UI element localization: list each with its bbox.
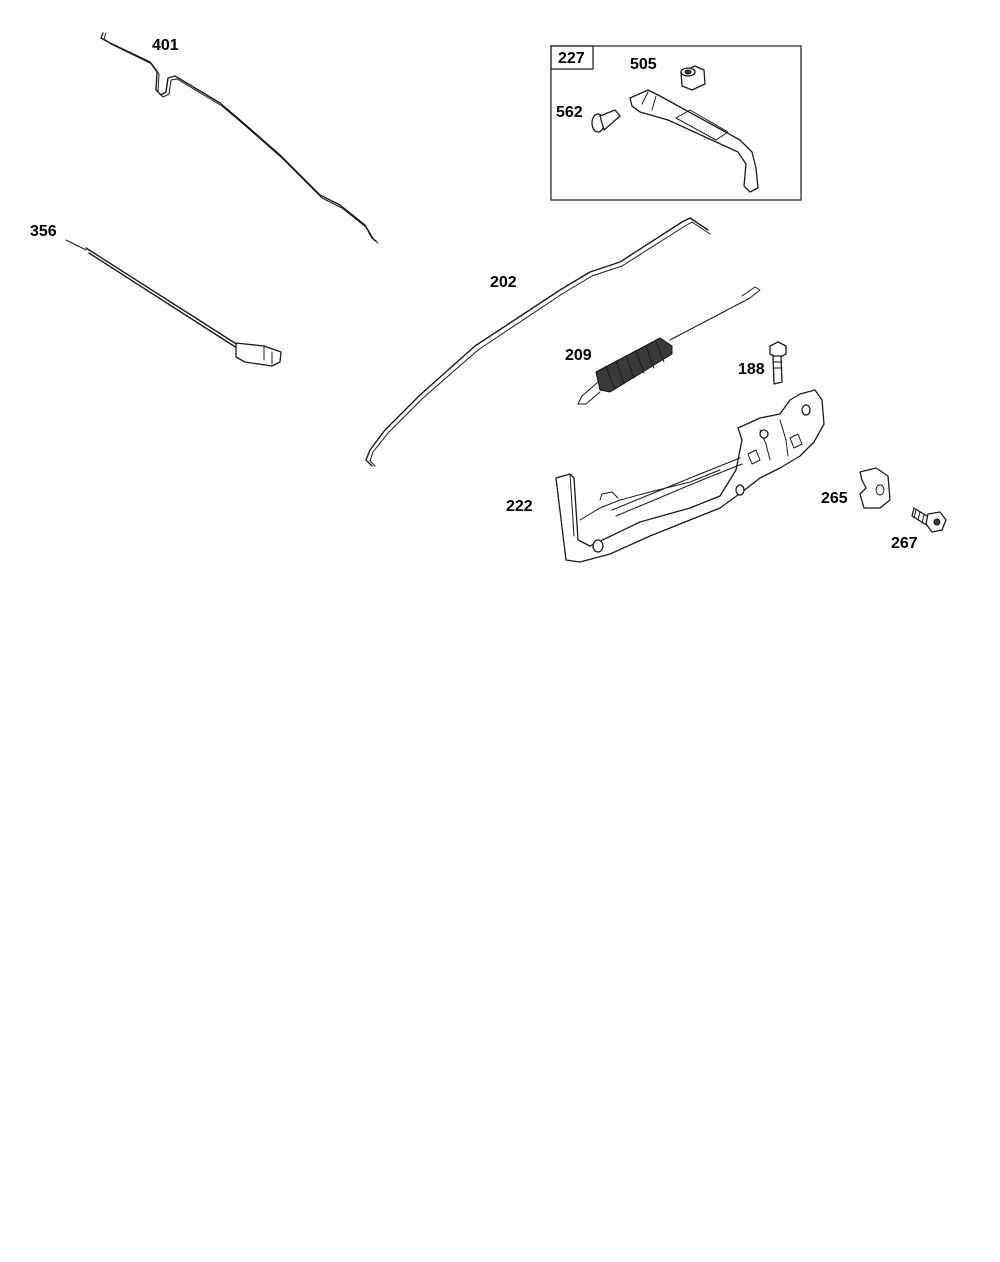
- part-505-spacer: [680, 65, 706, 91]
- part-356-cable: [65, 239, 282, 367]
- label-401: 401: [152, 37, 179, 54]
- part-188-bolt: [769, 341, 787, 385]
- label-562: 562: [556, 104, 583, 121]
- label-188: 188: [738, 361, 765, 378]
- label-265: 265: [821, 490, 848, 507]
- inset-227: [550, 45, 802, 201]
- part-222-bracket: [555, 389, 825, 563]
- label-267: 267: [891, 535, 918, 552]
- part-265-clip: [859, 467, 891, 509]
- part-227-bracket: [629, 89, 759, 193]
- label-222: 222: [506, 498, 533, 515]
- label-209: 209: [565, 347, 592, 364]
- label-227: 227: [558, 50, 585, 67]
- part-267-screw: [911, 507, 947, 533]
- label-202: 202: [490, 274, 517, 291]
- label-505: 505: [630, 56, 657, 73]
- part-209-spring: [577, 286, 761, 405]
- label-356: 356: [30, 223, 57, 240]
- part-202-rod: [365, 217, 711, 467]
- part-562-pin: [591, 109, 621, 133]
- part-401-rod: [100, 32, 379, 244]
